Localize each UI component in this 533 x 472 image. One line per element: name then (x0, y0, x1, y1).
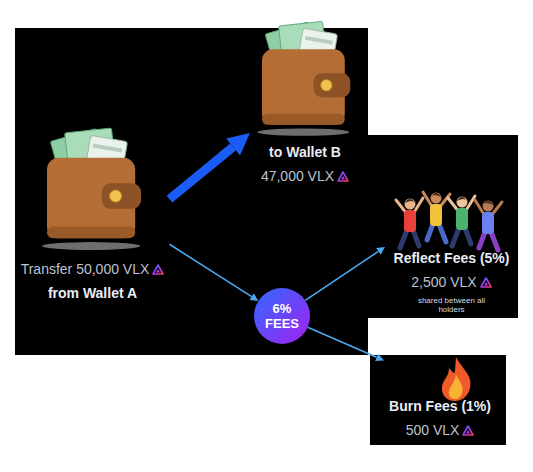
vlx-triangle (156, 269, 160, 273)
node-text: shared between all holders (413, 296, 491, 314)
node-title: from Wallet A (48, 283, 137, 303)
dark-panel (367, 135, 518, 318)
wallet-node: Transfer 50,000 VLX from Wallet A (16, 135, 170, 307)
vlx-logo (462, 425, 474, 436)
vlx-triangle (466, 430, 470, 434)
flame-outer (442, 357, 471, 401)
person-hair (431, 193, 442, 197)
person-legs (400, 230, 419, 248)
person-legs (452, 228, 471, 246)
wallet-node: Reflect Fees (5%) 2,500 VLX shared between… (385, 190, 518, 317)
text-line: shared between all holders (413, 296, 491, 314)
card-stripe (305, 36, 333, 44)
text-line: from Wallet A (48, 283, 137, 303)
person-figure (448, 196, 475, 246)
text-line: Transfer 50,000 VLX (21, 259, 165, 279)
person-body (482, 212, 494, 234)
node-text: 500 VLX (406, 420, 460, 440)
node-text: 2,500 VLX (411, 272, 476, 292)
person-legs (479, 232, 498, 250)
text-line: Reflect Fees (5%) (394, 248, 510, 268)
person-head (431, 193, 442, 204)
dark-panel (370, 355, 506, 445)
wallet-clasp (110, 190, 122, 202)
flow-arrow (170, 244, 252, 296)
text-line: Burn Fees (1%) (389, 396, 491, 416)
person-head (405, 199, 416, 210)
wallet-clasp (321, 80, 332, 91)
fee-circle: 6% FEES (254, 288, 310, 344)
node-title: Reflect Fees (5%) (394, 248, 510, 268)
circle-fill (254, 288, 310, 344)
person-hair (457, 197, 468, 201)
person-hair (483, 201, 494, 205)
wallet-node: Burn Fees (1%) 500 VLX (384, 355, 496, 443)
person-head (483, 201, 494, 212)
person-figure (475, 200, 502, 250)
text-line: 47,000 VLX (261, 166, 349, 186)
vlx-triangle (463, 426, 473, 435)
vlx-logo (480, 277, 492, 288)
wallet-flap (314, 73, 351, 97)
wallet-shadow (42, 242, 140, 250)
text-line: 500 VLX (406, 420, 475, 440)
flow-arrow (308, 327, 377, 357)
node-text: 47,000 VLX (261, 166, 334, 186)
wallet-icon (42, 128, 141, 250)
person-hair (405, 199, 416, 203)
person-figure (396, 198, 423, 248)
person-figure (423, 192, 450, 242)
person-body (456, 208, 468, 230)
vlx-triangle (153, 265, 163, 274)
wallet-shadow (257, 128, 349, 135)
vlx-triangle (484, 282, 488, 286)
flame-inner (449, 375, 463, 399)
vlx-triangle (341, 176, 345, 180)
wallet-edge (262, 114, 345, 125)
node-text: Transfer 50,000 VLX (21, 259, 150, 279)
flame-icon (442, 357, 471, 401)
node-text: 6% FEES (262, 301, 302, 331)
wallet-flap (102, 183, 141, 208)
vlx-triangle (481, 278, 491, 287)
vlx-triangle (338, 172, 348, 181)
wallet-icon (257, 21, 350, 135)
person-body (430, 204, 442, 226)
node-title: Burn Fees (1%) (389, 396, 491, 416)
person-legs (427, 224, 446, 242)
person-body (404, 210, 416, 232)
text-line: 2,500 VLX (411, 272, 491, 292)
node-title: to Wallet B (269, 142, 341, 162)
flow-arrow (305, 251, 378, 300)
vlx-logo (152, 264, 164, 275)
text-line: 6% FEES (262, 301, 302, 331)
card-stripe (93, 144, 123, 153)
text-line: to Wallet B (269, 142, 341, 162)
person-head (457, 197, 468, 208)
dark-panel (15, 28, 368, 355)
wallet-edge (47, 226, 135, 238)
vlx-logo (337, 171, 349, 182)
wallet-node: to Wallet B 47,000 VLX (250, 32, 360, 192)
flow-arrow (170, 147, 233, 199)
